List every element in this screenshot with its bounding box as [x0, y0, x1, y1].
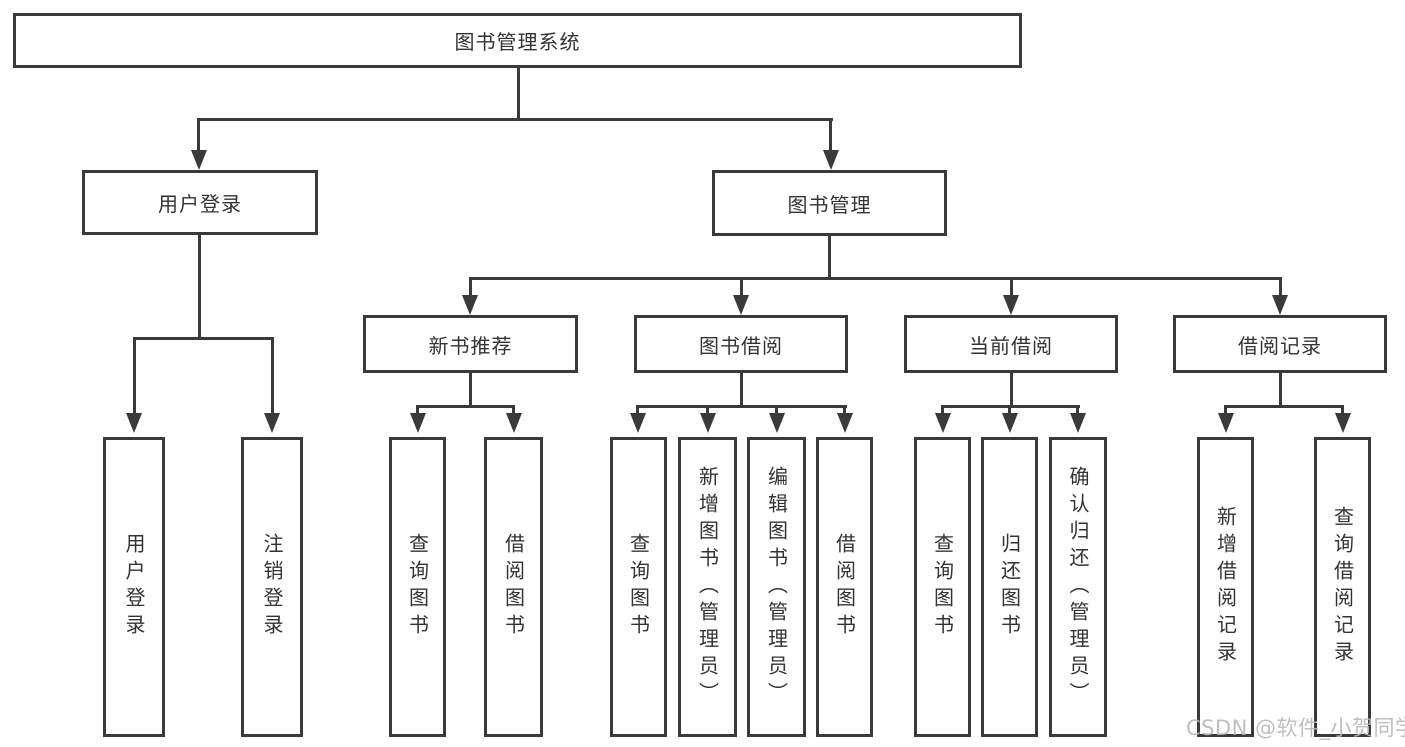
leaf-query-borrow-record: 查询借阅记录 [1314, 437, 1371, 737]
leaf-label: 注销登录 [260, 533, 284, 641]
arrowhead [823, 150, 839, 170]
leaf-label: 确认归还（管理员） [1066, 465, 1090, 709]
node-label: 借阅记录 [1238, 333, 1322, 358]
arrowhead [733, 295, 749, 315]
connector-drop-current-borrowing [1010, 280, 1013, 295]
arrowhead [410, 413, 426, 433]
connector-root-bar [197, 118, 833, 121]
arrowhead [1272, 295, 1288, 315]
arrowhead [769, 413, 785, 433]
connector-drop-leaf [843, 408, 846, 415]
node-label: 图书借阅 [699, 333, 783, 358]
node-label: 当前借阅 [969, 333, 1053, 358]
connector-drop-leaf [1224, 408, 1227, 415]
connector-drop-login-leaf [133, 340, 136, 415]
node-borrow-records: 借阅记录 [1173, 315, 1387, 373]
connector-drop-leaf [636, 408, 639, 415]
connector-book-borrowing-stem [740, 373, 743, 405]
arrowhead [1218, 413, 1234, 433]
connector-drop-leaf [775, 408, 778, 415]
connector-book-management-bar [469, 277, 1282, 280]
connector-current-borrowing-stem [1010, 373, 1013, 405]
node-label: 新书推荐 [428, 333, 513, 358]
connector-drop-leaf [706, 408, 709, 415]
connector-user-login-bar [133, 337, 274, 340]
node-user-login: 用户登录 [82, 170, 318, 235]
node-label: 图书管理 [787, 192, 872, 217]
leaf-add-book-admin: 新增图书（管理员） [678, 437, 737, 737]
connector-drop-leaf [1076, 408, 1079, 415]
arrowhead [837, 413, 853, 433]
leaf-label: 归还图书 [997, 533, 1022, 641]
arrowhead [1335, 413, 1351, 433]
arrowhead [630, 413, 646, 433]
arrowhead [191, 150, 207, 170]
leaf-label: 借阅图书 [501, 533, 526, 641]
connector-book-management-stem [828, 236, 831, 277]
leaf-confirm-return-admin: 确认归还（管理员） [1049, 437, 1107, 737]
leaf-add-borrow-record: 新增借阅记录 [1197, 437, 1254, 737]
leaf-return-books: 归还图书 [981, 437, 1038, 737]
leaf-borrow-books: 借阅图书 [816, 437, 873, 737]
arrowhead [935, 413, 951, 433]
connector-user-login-stem [198, 235, 201, 337]
leaf-query-books: 查询图书 [389, 437, 446, 737]
leaf-query-books: 查询图书 [610, 437, 667, 737]
leaf-edit-book-admin: 编辑图书（管理员） [747, 437, 806, 737]
connector-drop-leaf [416, 408, 419, 415]
arrowhead [462, 295, 478, 315]
leaf-label: 查询图书 [405, 533, 430, 641]
connector-current-borrowing-bar [941, 405, 1080, 408]
watermark-text: CSDN @软件_小贺同学 [1186, 716, 1405, 740]
connector-drop-book-management [829, 121, 832, 152]
connector-borrow-records-stem [1279, 373, 1282, 405]
leaf-label: 查询借阅记录 [1330, 506, 1355, 668]
connector-drop-leaf [512, 408, 515, 415]
node-label: 用户登录 [158, 192, 242, 216]
connector-borrow-records-bar [1224, 405, 1344, 408]
connector-new-book-bar [416, 405, 515, 408]
leaf-label: 编辑图书（管理员） [764, 465, 789, 709]
connector-drop-book-borrowing [740, 280, 743, 295]
connector-drop-leaf [1008, 408, 1011, 415]
leaf-label: 新增图书（管理员） [695, 465, 720, 709]
connector-drop-logout-leaf [271, 340, 274, 415]
node-current-borrowing: 当前借阅 [904, 315, 1118, 373]
leaf-query-books: 查询图书 [914, 437, 971, 737]
node-book-borrowing: 图书借阅 [634, 315, 848, 373]
connector-drop-new-book [469, 280, 472, 295]
arrowhead [700, 413, 716, 433]
arrowhead [1003, 295, 1019, 315]
arrowhead [126, 413, 142, 433]
leaf-borrow-books: 借阅图书 [484, 437, 543, 737]
leaf-label: 查询图书 [626, 533, 651, 641]
leaf-logout: 注销登录 [241, 437, 303, 737]
leaf-label: 借阅图书 [832, 533, 857, 641]
leaf-label: 用户登录 [122, 533, 146, 641]
leaf-label: 查询图书 [930, 533, 955, 641]
leaf-user-login: 用户登录 [103, 437, 165, 737]
connector-book-borrowing-bar [636, 405, 847, 408]
connector-drop-user-login [197, 121, 200, 152]
connector-drop-leaf [941, 408, 944, 415]
connector-drop-leaf [1341, 408, 1344, 415]
connector-root-stem [517, 68, 520, 118]
arrowhead [506, 413, 522, 433]
arrowhead [264, 413, 280, 433]
connector-new-book-stem [469, 373, 472, 405]
node-label: 图书管理系统 [454, 30, 581, 54]
node-library-management-system: 图书管理系统 [13, 13, 1022, 68]
leaf-label: 新增借阅记录 [1213, 506, 1238, 668]
node-new-book-recommendation: 新书推荐 [363, 315, 578, 373]
connector-drop-borrow-records [1279, 280, 1282, 295]
node-book-management: 图书管理 [712, 170, 947, 236]
arrowhead [1070, 413, 1086, 433]
arrowhead [1002, 413, 1018, 433]
